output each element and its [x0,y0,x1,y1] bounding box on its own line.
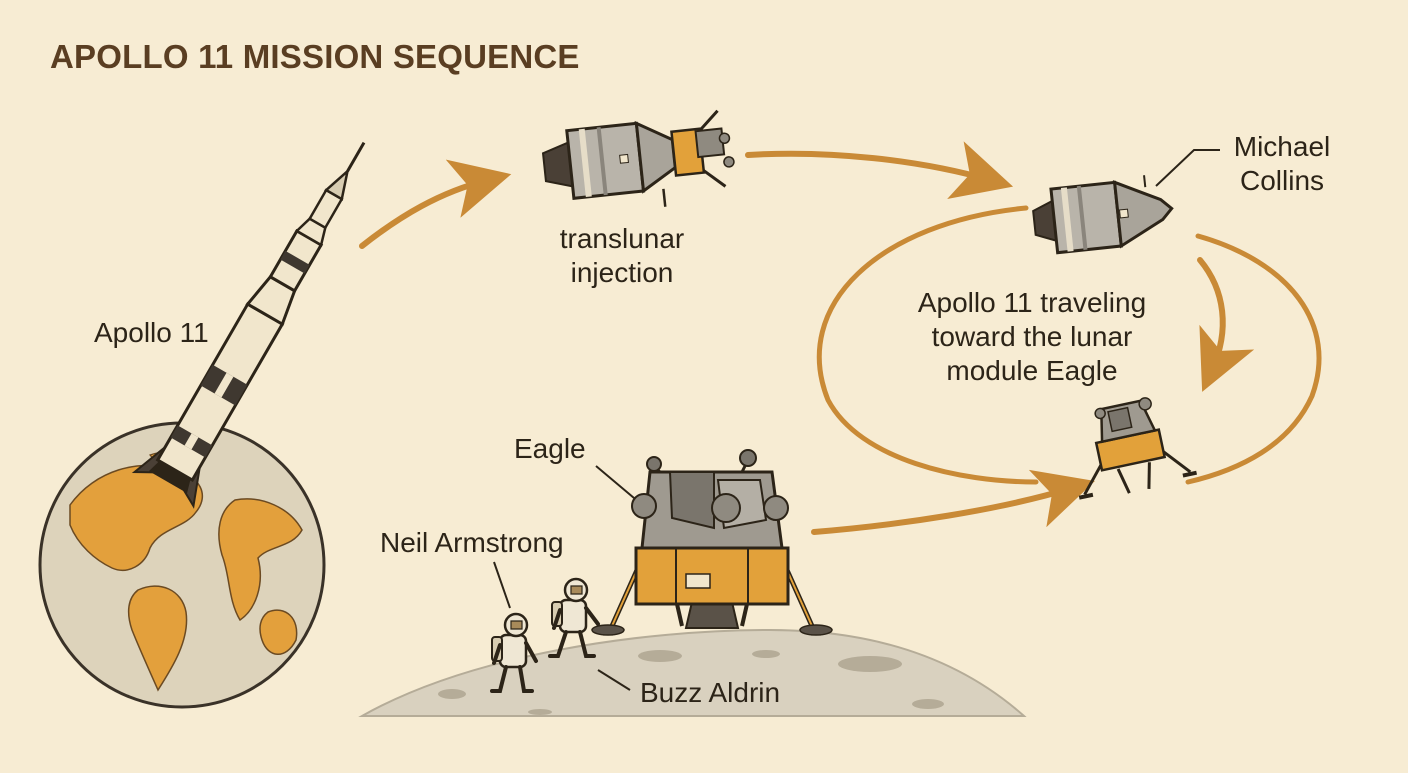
label-traveling-line2: toward the lunar [931,321,1133,352]
lunar-orbit-right [1185,233,1322,485]
neil-armstrong-leader [493,561,511,609]
diagram-title: APOLLO 11 MISSION SEQUENCE [50,38,580,75]
label-apollo-traveling: Apollo 11 traveling toward the lunar mod… [894,286,1170,388]
label-michael-line1: Michael [1233,131,1331,162]
moon-surface [358,628,1027,717]
lunar-module-descending [1078,397,1198,500]
saturn-v-rocket [131,141,366,509]
label-michael-line2: Collins [1239,165,1325,196]
csm-lm-docked [541,109,735,207]
astronaut-buzz-aldrin [548,577,600,658]
lunar-orbit-left [816,205,1039,485]
arrow-tli-to-orbit [745,141,1014,199]
label-neil-armstrong: Neil Armstrong [380,527,564,558]
csm-lunar-orbit [1032,175,1174,255]
label-translunar-line2: injection [570,257,674,288]
michael-collins-leader [1155,149,1220,187]
astronaut-neil-armstrong [490,612,538,693]
label-eagle: Eagle [514,433,586,464]
label-apollo-11: Apollo 11 [94,317,209,348]
label-translunar-injection: translunar injection [540,222,704,290]
label-michael-collins: Michael Collins [1222,130,1342,198]
lunar-module-eagle [591,449,833,636]
label-traveling-line3: module Eagle [946,355,1118,386]
arrow-launch-to-tli [359,159,512,249]
label-translunar-line1: translunar [559,223,685,254]
eagle-leader [595,465,635,499]
buzz-aldrin-leader [597,669,631,691]
arrow-surface-to-lm [811,469,1095,535]
arrow-orbit-to-lm [1197,257,1255,392]
label-buzz-aldrin: Buzz Aldrin [640,677,781,708]
label-traveling-line1: Apollo 11 traveling [917,287,1147,318]
